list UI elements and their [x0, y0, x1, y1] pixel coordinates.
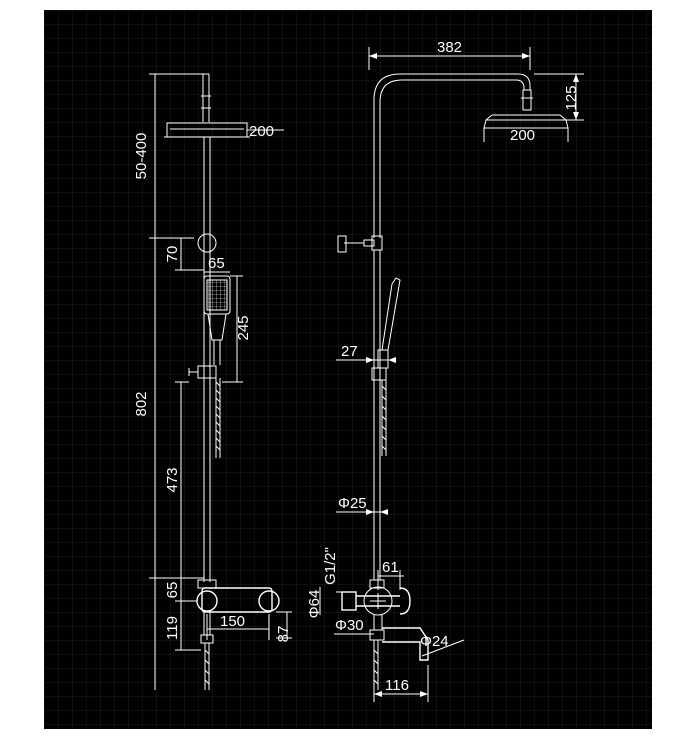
grid-background — [44, 10, 652, 729]
drawing-board: 200 50-400 802 70 65 245 473 65 119 — [44, 10, 652, 729]
technical-drawing: 200 50-400 802 70 65 245 473 65 119 — [44, 10, 652, 729]
dim-inlet-dia: Φ30 — [335, 617, 364, 634]
dim-slide-rail: 473 — [164, 467, 181, 492]
dim-thread: G1/2" — [322, 547, 339, 585]
valve-handle-right — [258, 590, 280, 612]
dim-valve-offset-right: 61 — [382, 559, 399, 576]
dim-valve-dia: Φ64 — [306, 590, 323, 619]
side-view — [337, 73, 569, 690]
dim-arm-length: 382 — [437, 39, 462, 56]
bath-spout — [382, 627, 429, 661]
valve-handle-side — [399, 587, 411, 615]
dim-spout-length: 116 — [385, 677, 409, 694]
front-dimensions: 200 50-400 802 70 65 245 473 65 119 — [133, 73, 292, 690]
dim-valve-depth: 87 — [275, 626, 292, 643]
diverter-knob — [197, 233, 217, 253]
dim-spout-dia: Φ24 — [420, 633, 449, 650]
dim-right-head-width: 200 — [510, 127, 535, 144]
dim-left-adjust: 50-400 — [133, 133, 150, 180]
dim-valve-spacing: 150 — [220, 613, 245, 630]
dim-left-bracket: 70 — [164, 246, 181, 263]
dim-valve-offset: 65 — [164, 582, 181, 599]
dim-total-rail: 802 — [133, 391, 150, 416]
dim-left-head-width: 200 — [249, 123, 274, 140]
dim-hand-offset: 27 — [341, 343, 358, 360]
dim-valve-height: 119 — [164, 616, 181, 640]
dim-arm-drop: 125 — [563, 85, 580, 110]
dim-hand-width: 65 — [208, 255, 225, 272]
hand-shower-side — [381, 277, 401, 351]
dim-hand-length: 245 — [235, 315, 252, 340]
shower-arm — [373, 73, 531, 238]
side-dimensions: 382 125 200 27 Φ25 61 G1/2" Φ64 Φ — [306, 39, 584, 702]
mixer-valve-body — [201, 587, 273, 613]
front-view — [164, 73, 280, 690]
dim-pipe-dia: Φ25 — [338, 495, 367, 512]
